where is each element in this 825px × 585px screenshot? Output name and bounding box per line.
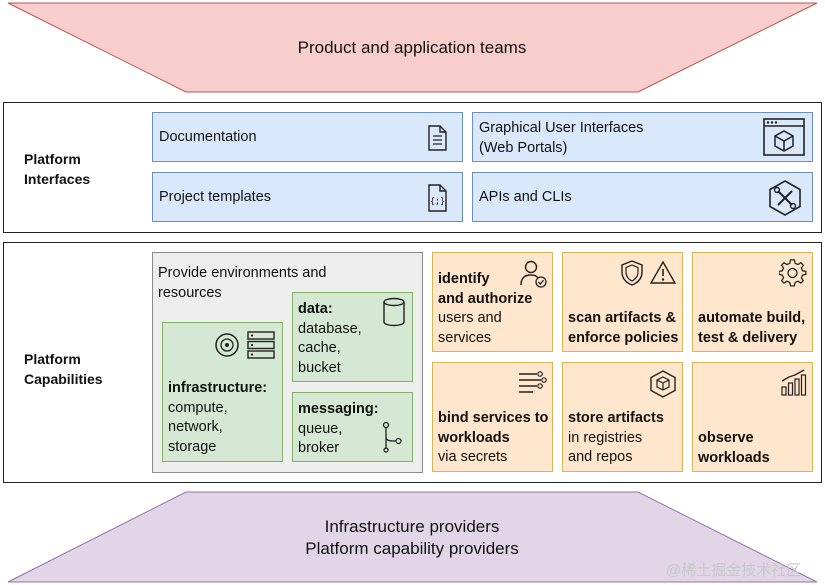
automate-bold1: automate build, [698, 310, 806, 326]
store-artifacts-box: store artifacts in registries and repos [562, 362, 683, 472]
bind-services-box: bind services to workloads via secrets [432, 362, 553, 472]
automate-text: automate build, test & delivery [698, 309, 805, 348]
document-icon [428, 125, 447, 151]
code-file-icon: {;} [428, 184, 447, 212]
documentation-box: Documentation [152, 112, 463, 162]
identify-line1: users and [438, 310, 502, 326]
scan-artifacts-box: scan artifacts & enforce policies [562, 252, 683, 352]
capabilities-label-line2: Capabilities [24, 371, 103, 387]
apis-clis-label: APIs and CLIs [479, 189, 572, 205]
pipeline-icon [519, 371, 547, 393]
platform-interfaces-label: Platform Interfaces [24, 149, 90, 189]
data-title: data: [298, 301, 333, 317]
gui-label-line2: (Web Portals) [479, 139, 568, 156]
database-icon [383, 297, 405, 327]
infrastructure-line3: storage [168, 438, 217, 455]
observe-text: observe workloads [698, 429, 770, 468]
identify-bold2: and authorize [438, 290, 533, 307]
capabilities-label-line1: Platform [24, 351, 81, 367]
data-box: data: database, cache, bucket [292, 292, 413, 382]
project-templates-label: Project templates [159, 189, 272, 205]
environments-label-line1: Provide environments and [158, 265, 327, 281]
interfaces-label-line1: Platform [24, 151, 81, 167]
documentation-label: Documentation [159, 129, 257, 145]
svg-text:{;}: {;} [430, 197, 445, 207]
scan-bold1: scan artifacts & [568, 310, 676, 326]
bottom-band-line1: Infrastructure providers [324, 517, 500, 536]
bind-line1: via secrets [438, 449, 508, 465]
data-line2: cache, [298, 340, 341, 356]
bottom-band-shape [7, 491, 818, 583]
gear-icon [779, 259, 807, 287]
observe-box: observe workloads [692, 362, 813, 472]
package-icon [650, 370, 676, 398]
platform-capabilities-label: Platform Capabilities [24, 349, 103, 389]
infrastructure-line2: network, [168, 419, 223, 435]
shield-icon [621, 260, 643, 286]
messaging-text: messaging: queue, broker [298, 400, 379, 459]
environments-label-line2: resources [158, 284, 222, 301]
top-band-label: Product and application teams [297, 38, 527, 57]
user-check-icon [520, 260, 547, 288]
interfaces-label-line2: Interfaces [24, 171, 91, 187]
data-line1: database, [298, 320, 362, 337]
scan-bold2: enforce policies [568, 329, 679, 346]
watermark: @稀土掘金技术社区 [666, 562, 802, 579]
warning-icon [649, 260, 677, 284]
store-line2: and repos [568, 449, 633, 465]
identify-authorize-box: identify and authorize users and service… [432, 252, 553, 352]
infrastructure-box: infrastructure: compute, network, storag… [162, 322, 283, 462]
top-band-shape [7, 2, 818, 93]
automate-bold2: test & delivery [698, 329, 798, 346]
environments-label: Provide environments and resources [158, 264, 326, 303]
store-text: store artifacts in registries and repos [568, 409, 664, 468]
browser-cube-icon [763, 118, 805, 156]
bottom-band-labels: Infrastructure providers Platform capabi… [186, 516, 638, 560]
messaging-line1: queue, [298, 420, 343, 437]
disc-icon [215, 333, 239, 357]
infrastructure-line1: compute, [168, 399, 228, 416]
bar-chart-icon [781, 369, 807, 396]
bind-bold1: bind services to [438, 410, 549, 426]
bottom-band-line2: Platform capability providers [305, 539, 519, 558]
gui-label-line1: Graphical User Interfaces [479, 120, 644, 136]
automate-box: automate build, test & delivery [692, 252, 813, 352]
messaging-line2: broker [298, 440, 340, 456]
observe-bold2: workloads [698, 449, 770, 466]
data-line3: bucket [298, 359, 341, 376]
messaging-title: messaging: [298, 401, 379, 417]
scan-text: scan artifacts & enforce policies [568, 309, 678, 348]
server-rack-icon [247, 331, 275, 359]
data-text: data: database, cache, bucket [298, 300, 362, 378]
project-templates-box: Project templates {;} [152, 172, 463, 222]
bind-bold2: workloads [438, 429, 510, 446]
gui-label: Graphical User Interfaces (Web Portals) [479, 119, 643, 158]
infrastructure-text: infrastructure: compute, network, storag… [168, 379, 267, 457]
apis-clis-box: APIs and CLIs [472, 172, 813, 222]
tools-hexagon-icon [769, 180, 801, 216]
identify-bold1: identify [438, 271, 490, 287]
observe-bold1: observe [698, 430, 754, 446]
messaging-box: messaging: queue, broker [292, 392, 413, 462]
identify-line2: services [438, 329, 492, 346]
bind-text: bind services to workloads via secrets [438, 409, 548, 468]
queue-branch-icon [382, 421, 402, 453]
gui-box: Graphical User Interfaces (Web Portals) [472, 112, 813, 162]
identify-text: identify and authorize users and service… [438, 270, 532, 348]
infrastructure-title: infrastructure: [168, 380, 268, 396]
store-bold1: store artifacts [568, 410, 664, 426]
store-line1: in registries [568, 429, 643, 446]
